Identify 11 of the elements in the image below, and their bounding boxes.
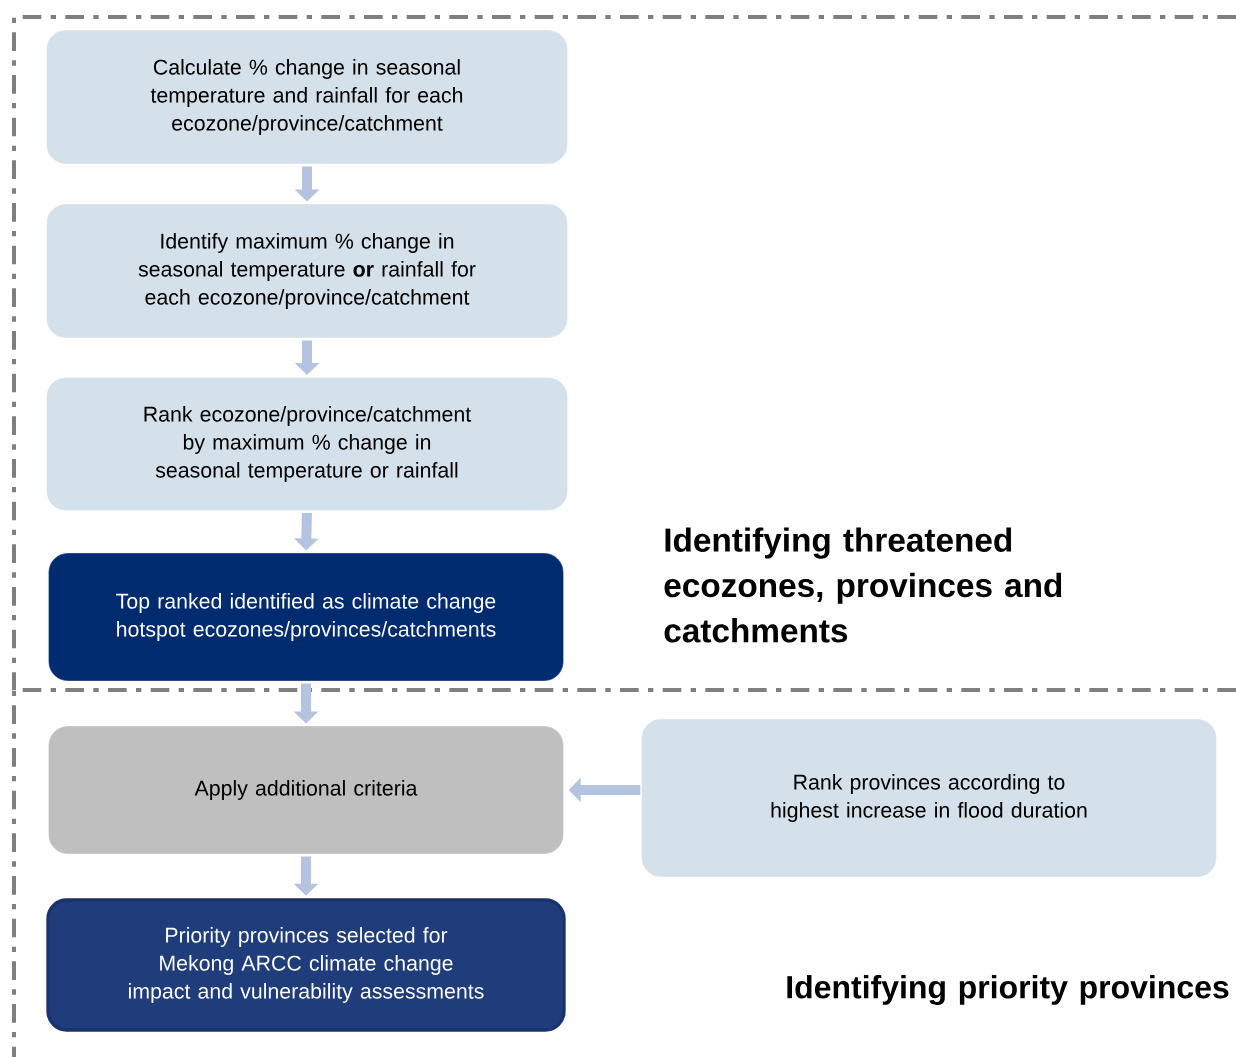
process-box: Identify maximum % change in seasonal temperature or rainfall for each ecozone/province/catchment [46, 204, 568, 338]
region-frame [12, 688, 1236, 1057]
process-box: Calculate % change in seasonal temperature and rainfall for each ecozone/province/catchment [46, 30, 568, 164]
process-box: Apply additional criteria [48, 726, 564, 854]
process-box: Rank provinces according to highest increase in flood duration [641, 719, 1217, 877]
process-box: Priority provinces selected for Mekong ARCC climate change impact and vulnerability assessments [46, 898, 566, 1032]
process-box: Top ranked identified as climate change hotspot ecozones/provinces/catchments [48, 553, 564, 681]
region-frame [12, 15, 1236, 690]
section-heading: Identifying priority provinces [787, 975, 1229, 1005]
process-box: Rank ecozone/province/catchment by maximum % change in seasonal temperature or rainfall [46, 377, 568, 511]
section-heading: Identifying threatened ecozones, provinces and catchments [664, 527, 1062, 643]
